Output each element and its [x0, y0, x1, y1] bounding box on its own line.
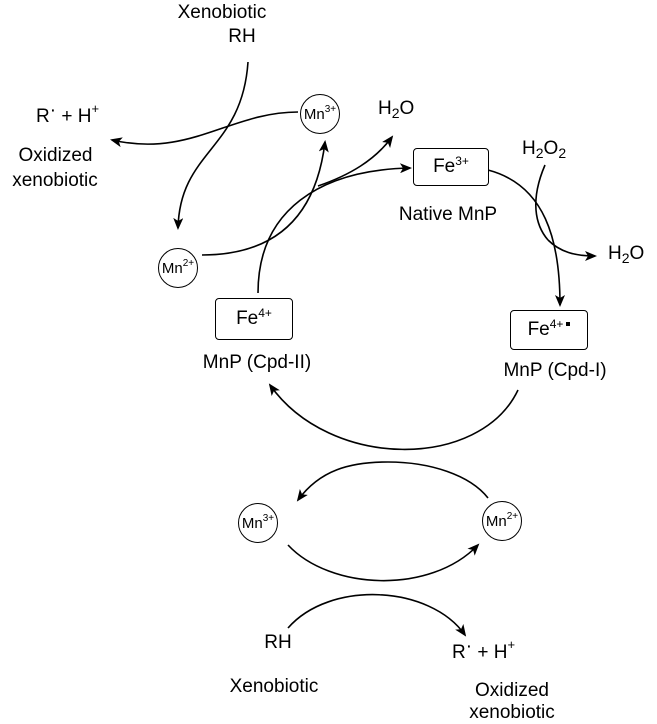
rh-label-top: RH — [228, 26, 256, 47]
mn2-left-sup: 2+ — [182, 257, 195, 269]
h2o-top-o: O — [399, 98, 415, 119]
arrow-mn3-to-radical-top — [110, 111, 299, 148]
arrow-rh-to-radical-bottom — [287, 593, 467, 637]
radical-bottom-plus-h: + H — [477, 642, 508, 663]
mn3-bottom-base: Mn — [241, 514, 263, 532]
arrow-mn2-to-mn3-top — [201, 140, 329, 256]
arrow-mn3-to-mn2-bottom — [287, 543, 480, 582]
arrow-cpd1-to-cpd2 — [268, 383, 519, 451]
h2o2-sub1: 2 — [535, 145, 544, 161]
h2o-top-sub: 2 — [391, 105, 400, 121]
cpd2-label: MnP (Cpd-II) — [202, 352, 312, 373]
h2o-right-o: O — [629, 243, 645, 264]
arrow-from-mn2-bottom — [387, 461, 489, 499]
h2o2-label: H2O2 — [522, 138, 566, 160]
fe4-radical-base: Fe — [527, 319, 550, 340]
radical-bottom-sup: + — [507, 636, 516, 652]
arrow-h2o-out-right — [547, 239, 597, 261]
arrow-h2o2-in — [535, 164, 549, 241]
mn2-bottom-sup: 2+ — [506, 510, 519, 522]
xenobiotic-label-bottom: Xenobiotic — [229, 676, 319, 697]
rh-label-bottom: RH — [264, 632, 292, 653]
xenobiotic-oxidized-label-bottom: xenobiotic — [469, 702, 555, 723]
arrow-to-mn3-bottom — [296, 461, 389, 502]
fe4-radical-sup: 4+ — [549, 317, 564, 331]
fe4-sup: 4+ — [258, 306, 272, 320]
mn3-bottom-sup: 3+ — [262, 512, 275, 524]
radical-r: R — [36, 106, 50, 127]
radical-dot — [566, 322, 571, 326]
h2o2-sub2: 2 — [558, 145, 567, 161]
h2o2-o: O — [543, 138, 559, 159]
h2o-top-label: H2O — [378, 98, 414, 120]
radical-bottom-r: R — [452, 642, 466, 663]
radical-label-top: R· + H+ — [36, 100, 100, 127]
arrow-rh-to-mn2-top — [173, 61, 249, 230]
h2o2-h: H — [522, 138, 536, 159]
fe3-base: Fe — [433, 156, 456, 177]
oxidized-label-bottom: Oxidized — [475, 680, 549, 701]
xenobiotic-label-top: Xenobiotic — [177, 2, 267, 23]
h2o-right-h: H — [608, 243, 622, 264]
oxidized-label-top: Oxidized — [18, 145, 93, 166]
fe3-sup: 3+ — [455, 154, 469, 168]
xenobiotic-oxidized-label-top: xenobiotic — [12, 170, 98, 191]
h2o-right-sub: 2 — [621, 250, 630, 266]
fe4-base: Fe — [236, 308, 259, 329]
mn2-left-base: Mn — [161, 259, 183, 277]
radical-plus-h: + H — [61, 106, 92, 127]
mn3-top-base: Mn — [303, 105, 325, 123]
arrow-fe3-to-cpd1 — [487, 169, 565, 307]
cpd1-label: MnP (Cpd-I) — [503, 360, 607, 381]
radical-plus-sup: + — [91, 100, 100, 116]
h2o-top-h: H — [378, 98, 392, 119]
arrow-to-h2o-top — [317, 135, 394, 187]
h2o-right-label: H2O — [608, 243, 644, 265]
arrow-cpd2-to-fe3 — [257, 163, 412, 294]
mn2-bottom-base: Mn — [485, 512, 507, 530]
mn3-top-sup: 3+ — [324, 103, 337, 115]
native-mnp-label: Native MnP — [398, 204, 498, 225]
radical-label-bottom: R· + H+ — [452, 636, 516, 663]
